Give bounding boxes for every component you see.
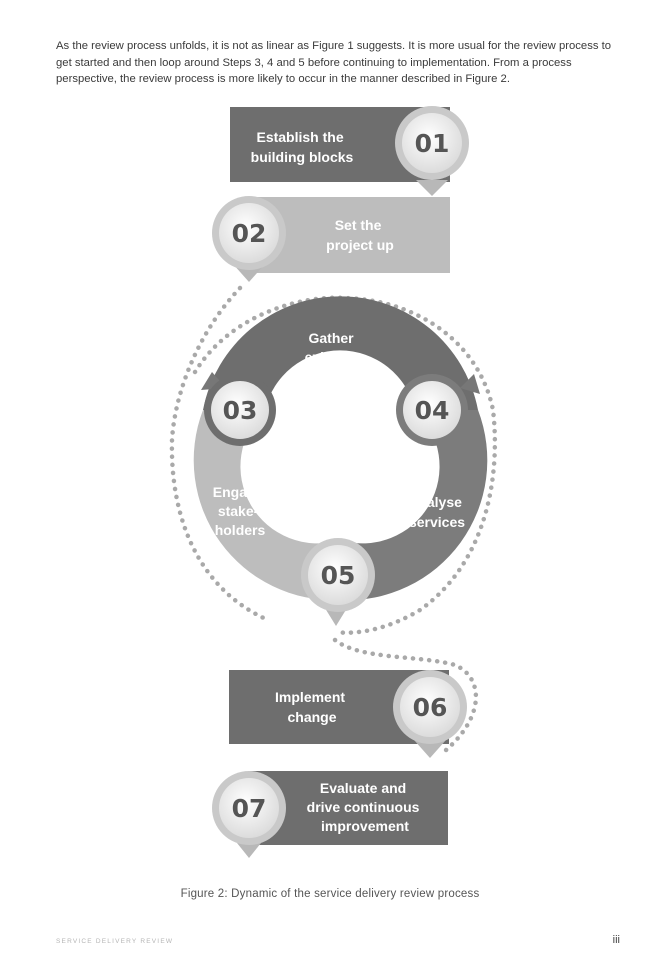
- step-07-label-line: Evaluate and: [320, 780, 406, 796]
- svg-text:Engage stake- hold: Engage stake- holders: [213, 484, 267, 538]
- step-05-number: 05: [321, 561, 356, 590]
- step-02: Set the project up 02: [212, 196, 450, 282]
- step-02-number: 02: [232, 219, 267, 248]
- svg-text:Analyse services: Analyse services: [408, 494, 466, 530]
- step-05-label-line: Engage: [213, 484, 264, 500]
- svg-text:Set the project up: Set the project up: [326, 217, 394, 253]
- svg-text:Implement change: Implement change: [275, 689, 349, 725]
- step-05-label-line: holders: [215, 522, 266, 538]
- step-03-label-line: existing: [305, 349, 358, 365]
- step-03-number: 03: [223, 396, 258, 425]
- svg-text:Gather existing in: Gather existing information: [295, 330, 372, 384]
- process-ring: [193, 296, 488, 601]
- step-06-number: 06: [413, 693, 448, 722]
- step-04-number: 04: [415, 396, 450, 425]
- page-number: iii: [612, 934, 620, 946]
- step-03: Gather existing information 03: [201, 330, 372, 446]
- step-01-number: 01: [415, 129, 450, 158]
- step-04: Analyse services 04: [396, 374, 480, 530]
- step-02-label-line: Set the: [335, 217, 382, 233]
- intro-paragraph: As the review process unfolds, it is not…: [56, 40, 612, 85]
- step-06-label-line: change: [287, 709, 336, 725]
- step-06-label-line: Implement: [275, 689, 345, 705]
- svg-text:Establish the building b: Establish the building blocks: [251, 129, 354, 165]
- step-03-label-line: Gather: [308, 330, 354, 346]
- step-01-label-line: building blocks: [251, 149, 354, 165]
- step-05-label-line: stake-: [218, 503, 259, 519]
- figure-caption: Figure 2: Dynamic of the service deliver…: [180, 888, 480, 900]
- dotted-connector: [169, 285, 498, 758]
- step-07: Evaluate and drive continuous improvemen…: [212, 771, 448, 858]
- footer-label: SERVICE DELIVERY REVIEW: [56, 938, 174, 945]
- svg-text:Evaluate and drive conti: Evaluate and drive continuous improvemen…: [307, 780, 424, 834]
- ring-segment-engage: [193, 410, 340, 601]
- step-01-label-line: Establish the: [256, 129, 343, 145]
- step-03-label-line: information: [295, 368, 372, 384]
- step-05: Engage stake- holders 05: [213, 484, 375, 626]
- step-06: Implement change 06: [229, 670, 467, 758]
- step-07-number: 07: [232, 794, 267, 823]
- step-04-label-line: services: [409, 514, 465, 530]
- step-02-label-line: project up: [326, 237, 394, 253]
- step-04-label-line: Analyse: [408, 494, 462, 510]
- step-07-label-line: drive continuous: [307, 799, 420, 815]
- step-07-label-line: improvement: [321, 818, 409, 834]
- ring-segment-analyse: [340, 410, 488, 601]
- step-01: Establish the building blocks 01: [230, 106, 469, 196]
- ring-segment-gather: [203, 296, 478, 410]
